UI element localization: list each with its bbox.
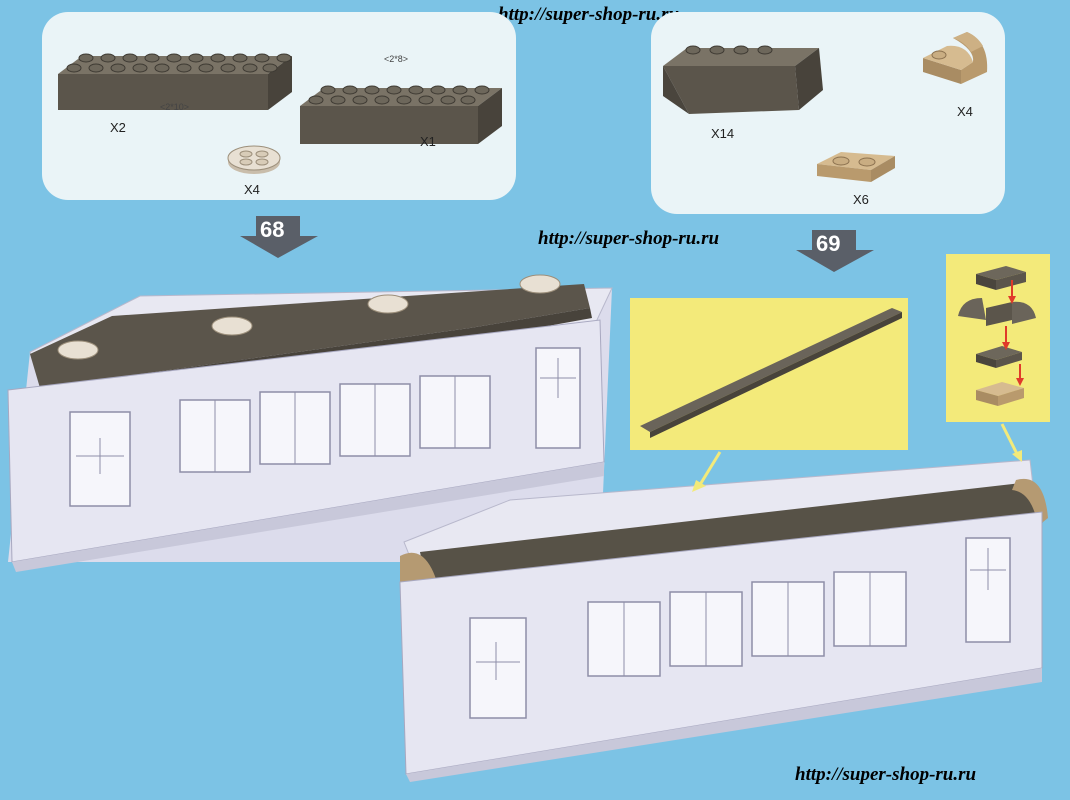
- part-qty-2x10: X2: [110, 120, 126, 135]
- callout-pointer-arrow-icon: [1000, 423, 1022, 462]
- model-step-68: [7, 274, 613, 572]
- step-number-69: 69: [816, 231, 841, 256]
- curved-tile-icon: [923, 32, 988, 84]
- watermark-url-bottom: http://super-shop-ru.ru: [795, 764, 977, 785]
- part-dims-2x10: <2*10>: [160, 102, 190, 112]
- slope-brick-icon: [663, 45, 823, 114]
- model-step-69: [399, 459, 1048, 782]
- brick-2x10-icon: [58, 53, 292, 110]
- assembly-substeps-icon: [958, 266, 1036, 406]
- part-qty-slope: X14: [711, 126, 735, 141]
- part-qty-plate: X6: [853, 192, 869, 207]
- callout-assembly: [946, 254, 1050, 422]
- brick-2x8-icon: [300, 85, 502, 144]
- part-qty-2x8: X1: [420, 134, 436, 149]
- part-dims-2x8: <2*8>: [384, 54, 409, 64]
- long-plate-icon: [640, 308, 902, 438]
- watermark-url-middle: http://super-shop-ru.ru: [538, 228, 720, 249]
- parts-panel-step-69: X14 X4 X6: [651, 12, 1005, 214]
- round-plate-2x2-icon: [227, 145, 281, 174]
- step-number-68: 68: [260, 217, 285, 242]
- part-qty-curved-tile: X4: [957, 104, 973, 119]
- down-arrow-icon: [240, 216, 318, 258]
- down-arrow-icon: [796, 230, 874, 272]
- step-69-marker: 69: [794, 226, 876, 274]
- plate-1x2-icon: [817, 152, 895, 182]
- step-68-marker: 68: [238, 212, 320, 260]
- watermark-url-top: http://super-shop-ru.ru: [498, 4, 680, 25]
- callout-long-plate: [630, 298, 908, 450]
- part-qty-round-plate: X4: [244, 182, 260, 197]
- parts-panel-step-68: <2*10> X2 <2*8> X1 X4: [42, 12, 516, 200]
- callout-pointer-arrow-icon: [692, 451, 722, 492]
